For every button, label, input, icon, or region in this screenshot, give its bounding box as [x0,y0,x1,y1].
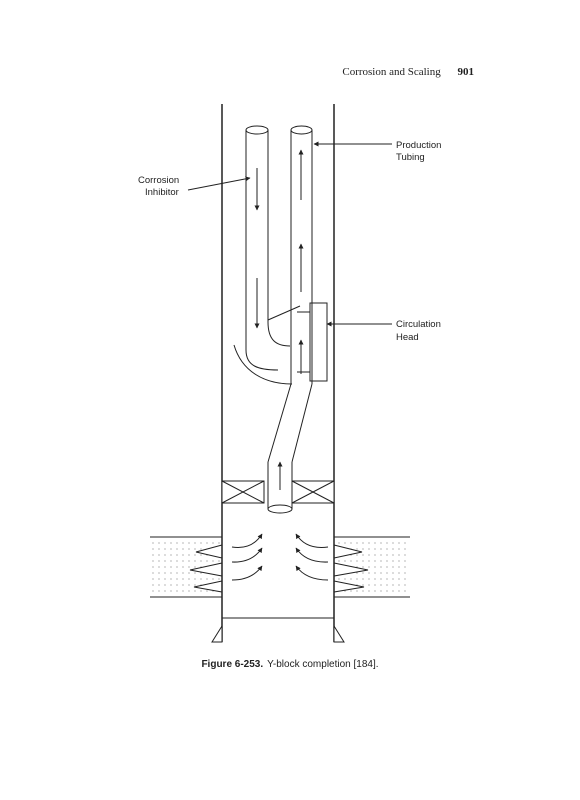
figure-caption: Figure 6-253.Y-block completion [184]. [0,659,580,670]
perforations-left [189,544,223,593]
packer [221,480,335,504]
label-corrosion-line-2: Inhibitor [145,187,179,198]
running-title: Corrosion and Scaling [342,66,441,78]
page-number: 901 [457,66,475,78]
label-circulation-line-1: Circulation [396,319,441,330]
label-production-line-1: Production [396,140,441,151]
label-production-line-2: Tubing [396,152,425,163]
label-corrosion-line-1: Corrosion [138,175,179,186]
caption-text: Y-block completion [184]. [267,659,379,670]
flow-arrows [254,149,304,490]
running-header: Corrosion and Scaling 901 [342,66,474,78]
inflow-arrows [231,533,329,581]
production-tubing [267,125,313,514]
leader-lines [187,141,392,327]
label-circulation-line-2: Head [396,332,419,343]
well-casing [221,104,335,642]
casing-shoe [211,624,345,643]
circulation-head [297,302,328,382]
caption-figure-label: Figure 6-253. [201,659,264,670]
corrosion-inhibitor-tubing [233,125,301,385]
